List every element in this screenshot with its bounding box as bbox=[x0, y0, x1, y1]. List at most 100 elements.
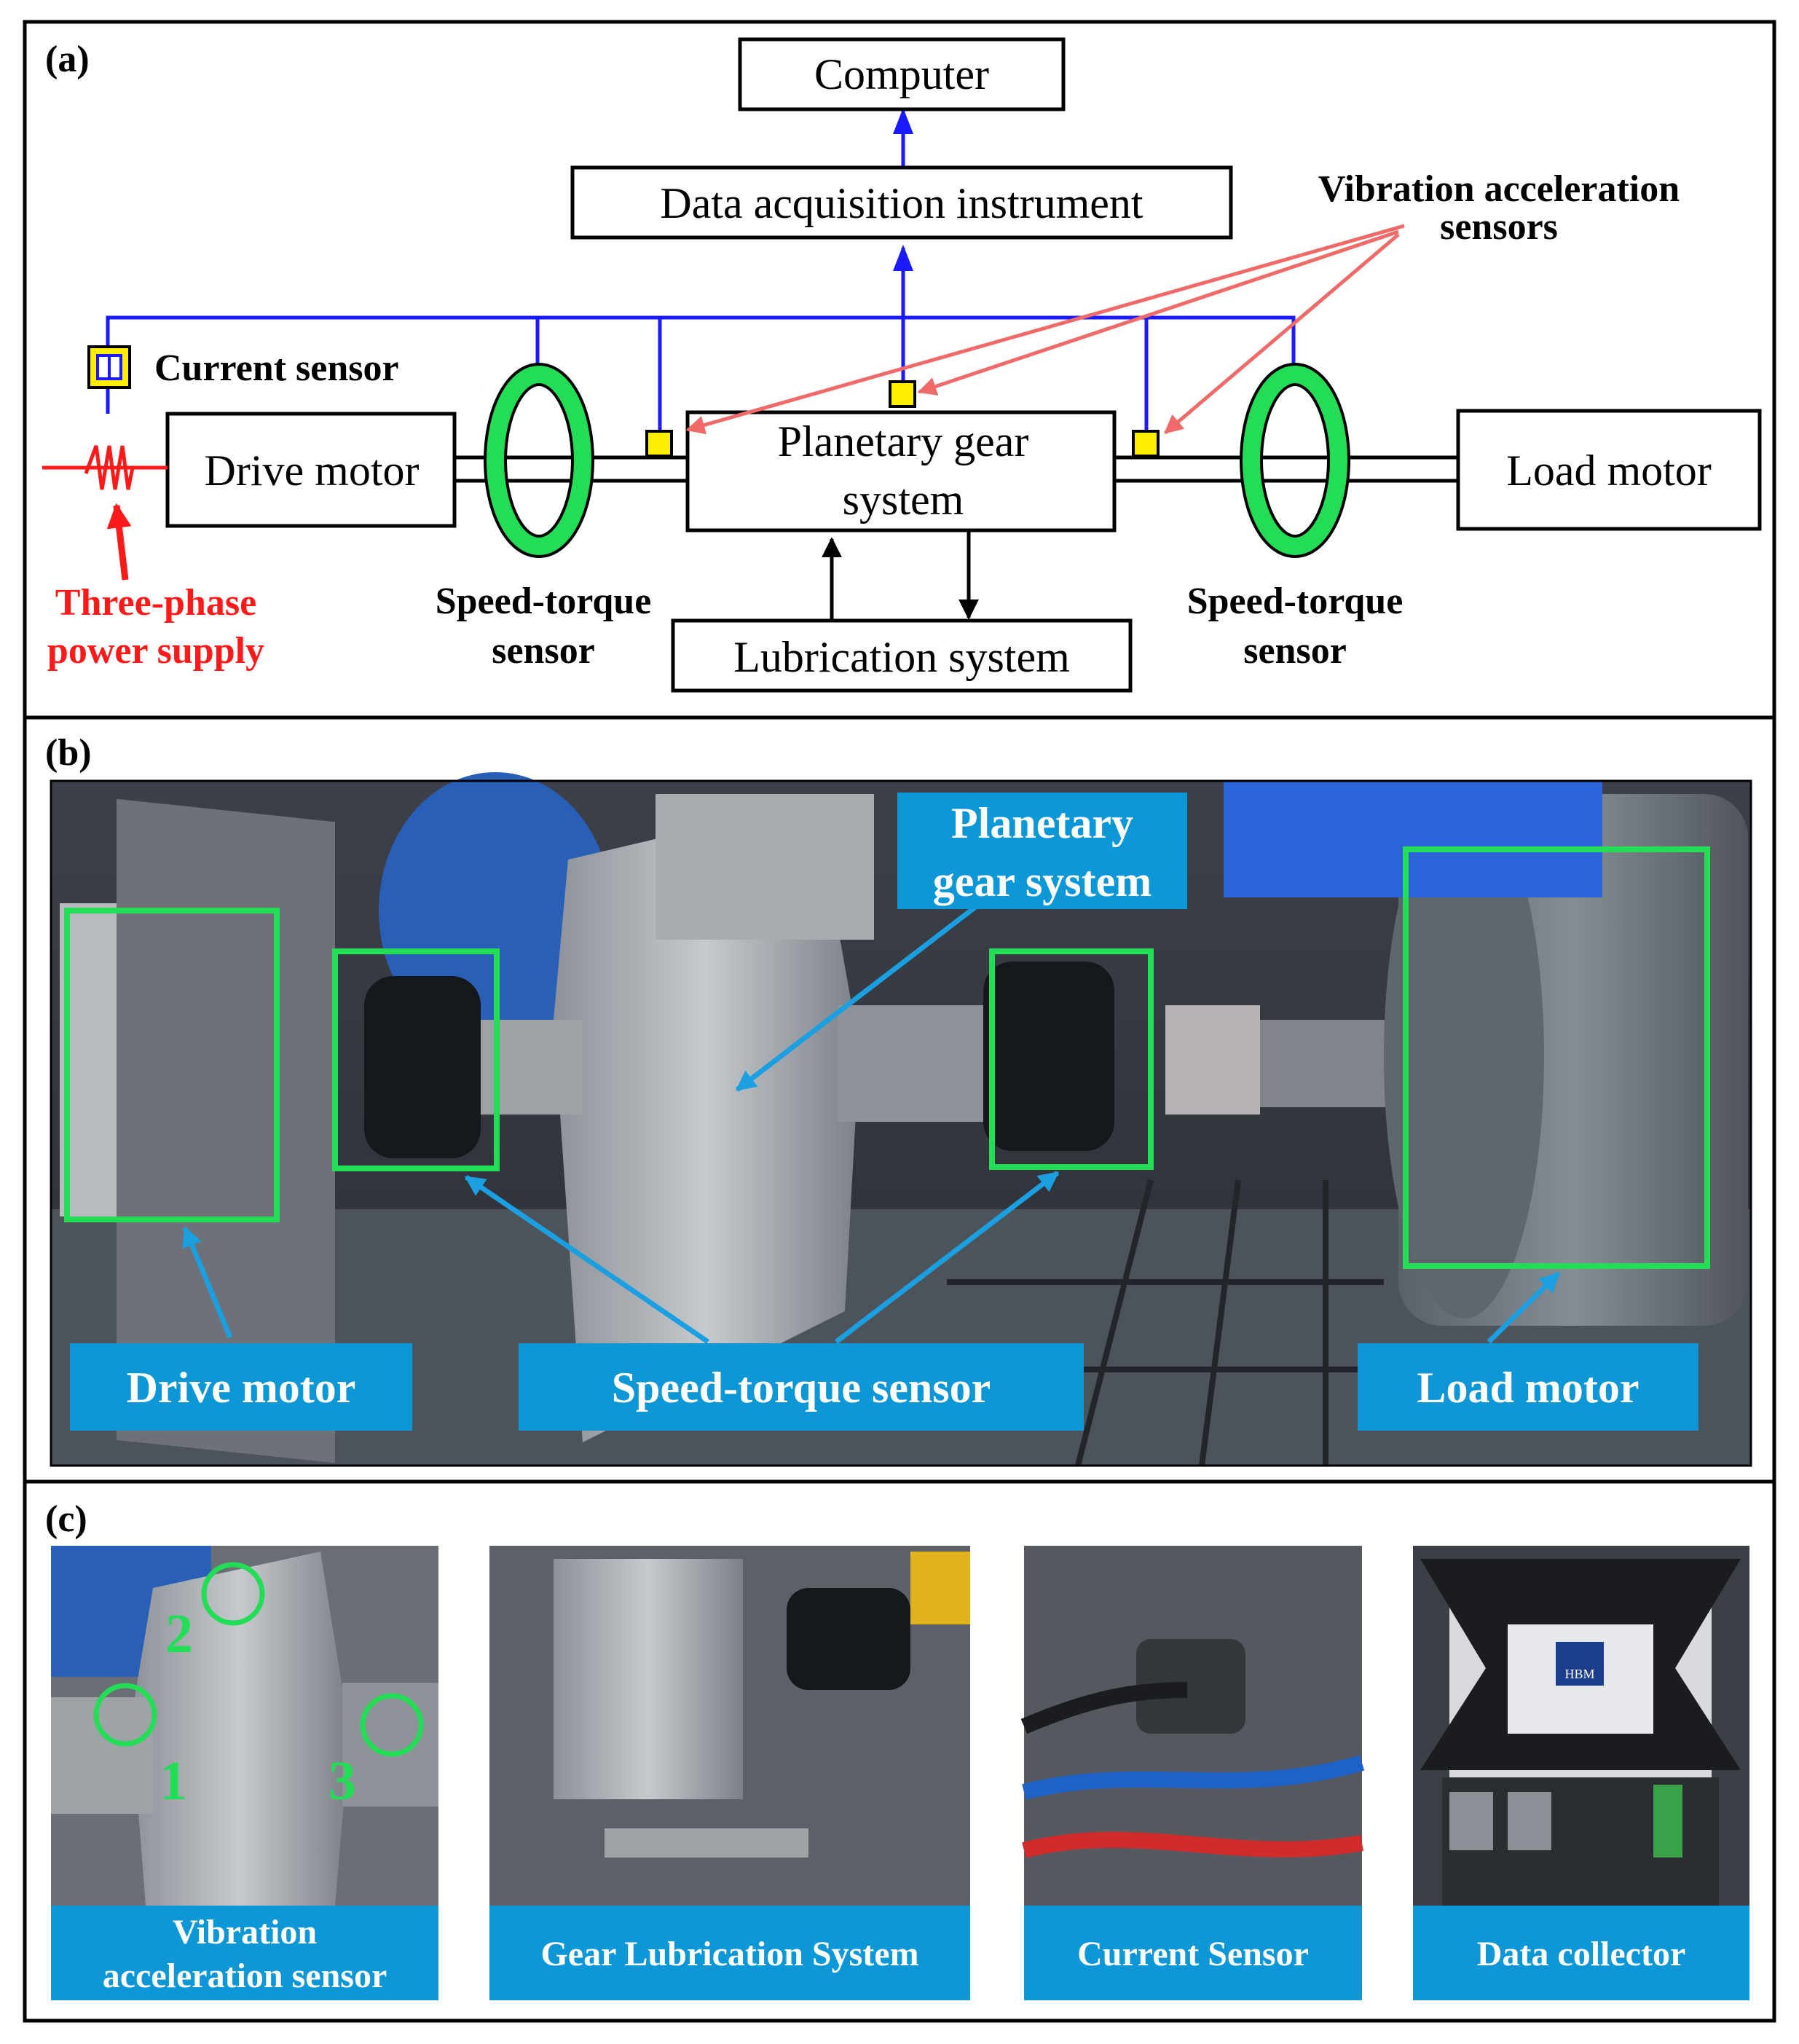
photo-c4-connector-1 bbox=[1449, 1792, 1493, 1850]
load-motor-label: Load motor bbox=[1506, 447, 1712, 495]
computer-arrowhead bbox=[893, 108, 913, 134]
photo-c1-shaft-right bbox=[342, 1683, 438, 1807]
label-vibration-1: Vibration bbox=[173, 1913, 317, 1951]
label-box-collector bbox=[1413, 1906, 1749, 2000]
photo-left-coupling bbox=[364, 976, 481, 1158]
test-rig-photo: Planetary gear system Drive motor Speed-… bbox=[50, 772, 1752, 1467]
highlight-load-motor bbox=[1403, 846, 1710, 1269]
lubrication-box bbox=[671, 618, 1133, 693]
speed-torque-left-label-2: sensor bbox=[492, 630, 595, 672]
planetary-label-1: Planetary gear bbox=[778, 417, 1029, 465]
pointer-arrow-left bbox=[685, 224, 1405, 435]
label-collector: Data collector bbox=[1477, 1935, 1686, 1973]
photo-drive-plate bbox=[117, 798, 335, 1463]
current-sensor-label: Current sensor bbox=[154, 347, 399, 389]
pointer-arrow-top bbox=[917, 229, 1399, 396]
hbm-logo-text: HBM bbox=[1564, 1667, 1594, 1681]
panel-label-b: (b) bbox=[45, 732, 92, 774]
computer-box bbox=[738, 37, 1066, 111]
label-load-motor: Load motor bbox=[1417, 1364, 1639, 1412]
photo-load-motor-face bbox=[1384, 794, 1544, 1318]
callout-arrow-st-right bbox=[834, 1171, 1060, 1344]
photo-data-collector: HBM Data collector bbox=[1413, 1546, 1749, 2000]
label-box-planetary bbox=[897, 793, 1187, 909]
photo-lubrication-system: Gear Lubrication System bbox=[489, 1546, 970, 2000]
hbm-logo bbox=[1556, 1642, 1604, 1686]
drive-motor-box bbox=[165, 412, 457, 528]
callout-arrow-st-left bbox=[464, 1175, 709, 1344]
photo-b-frame bbox=[50, 779, 1752, 1467]
label-box-current bbox=[1024, 1906, 1362, 2000]
label-vibration-2: acceleration sensor bbox=[103, 1957, 387, 1995]
sensor-marker-3: 3 bbox=[328, 1750, 356, 1812]
label-planetary-2: gear system bbox=[933, 857, 1152, 905]
sensor-marker-1: 1 bbox=[160, 1750, 187, 1812]
photo-c3-clamp bbox=[1136, 1639, 1245, 1734]
daq-label: Data acquisition instrument bbox=[660, 179, 1143, 227]
drive-motor-label: Drive motor bbox=[205, 447, 420, 495]
vibration-sensors-label-1: Vibration acceleration bbox=[1318, 168, 1680, 210]
photo-c4-connector-2 bbox=[1508, 1792, 1551, 1850]
planetary-label-2: system bbox=[843, 476, 964, 524]
speed-torque-ring-left-fill bbox=[487, 366, 591, 555]
highlight-speed-torque-right bbox=[989, 948, 1154, 1170]
lubrication-label: Lubrication system bbox=[733, 633, 1070, 681]
photo-c2-gearbox bbox=[554, 1559, 743, 1799]
sensor-marker-circle-2 bbox=[201, 1562, 265, 1626]
speed-torque-left-label-1: Speed-torque bbox=[436, 581, 652, 622]
photo-c3-cable-red bbox=[1022, 1831, 1363, 1858]
label-lubrication: Gear Lubrication System bbox=[540, 1935, 918, 1973]
power-coil-icon bbox=[84, 445, 135, 490]
photo-current-sensor: Current Sensor bbox=[1020, 1546, 1365, 2000]
panel-label-c: (c) bbox=[45, 1498, 87, 1540]
speed-torque-ring-right-fill bbox=[1243, 366, 1347, 555]
planetary-box bbox=[685, 410, 1117, 532]
photo-c2-machine bbox=[910, 1552, 970, 1624]
photo-c1-gearbox bbox=[131, 1552, 350, 1906]
label-box-drive-motor bbox=[70, 1343, 412, 1431]
photo-c2-manifold bbox=[605, 1828, 808, 1858]
panel-label-a: (a) bbox=[45, 39, 90, 80]
power-supply-label-2: power supply bbox=[47, 630, 264, 672]
load-motor-box bbox=[1456, 409, 1762, 531]
photo-vibration-sensor: 1 2 3 Vibration acceleration sensor bbox=[51, 1546, 438, 2000]
power-supply-label-1: Three-phase bbox=[55, 582, 256, 624]
photo-c3-cable-blue bbox=[1022, 1755, 1365, 1800]
label-current: Current Sensor bbox=[1077, 1935, 1309, 1973]
power-arrow bbox=[106, 503, 132, 581]
figure-border bbox=[23, 20, 1776, 2023]
label-box-load-motor bbox=[1358, 1343, 1698, 1431]
speed-torque-right-label-2: sensor bbox=[1243, 630, 1347, 672]
photo-c4-connector-3 bbox=[1653, 1785, 1682, 1858]
component-photos: 1 2 3 Vibration acceleration sensor Gear… bbox=[51, 1546, 1749, 2000]
daq-box bbox=[570, 165, 1233, 240]
callout-arrow-load bbox=[1487, 1271, 1561, 1344]
vibration-sensors-label-2: sensors bbox=[1440, 206, 1558, 248]
block-diagram: Computer Data acquisition instrument Dri… bbox=[42, 37, 1762, 693]
photo-gearbox-top bbox=[656, 794, 874, 940]
pointer-arrow-right bbox=[1164, 233, 1400, 434]
photo-gearbox bbox=[554, 801, 859, 1442]
label-planetary-1: Planetary bbox=[951, 799, 1133, 847]
sensor-marker-2: 2 bbox=[165, 1603, 193, 1664]
photo-jaw-coupling bbox=[1165, 1005, 1260, 1115]
callout-arrow-drive bbox=[182, 1226, 233, 1339]
photo-b-grid bbox=[947, 1179, 1384, 1466]
computer-label: Computer bbox=[814, 50, 989, 98]
label-box-vibration bbox=[51, 1906, 438, 2000]
photo-load-shaft bbox=[1260, 1020, 1406, 1107]
photo-blue-crate bbox=[1224, 781, 1602, 897]
label-box-lubrication bbox=[489, 1906, 970, 2000]
label-box-speed-torque bbox=[519, 1343, 1084, 1431]
callout-arrow-planetary bbox=[735, 901, 983, 1092]
label-speed-torque: Speed-torque sensor bbox=[612, 1364, 991, 1412]
photo-c3-cable-black bbox=[1020, 1682, 1188, 1734]
sensor-marker-circle-1 bbox=[93, 1683, 157, 1747]
speed-torque-right-label-1: Speed-torque bbox=[1187, 581, 1404, 622]
photo-c1-shaft-left bbox=[51, 1697, 153, 1814]
vibration-sensor-right bbox=[1132, 430, 1160, 457]
photo-shaft-right bbox=[838, 1005, 983, 1122]
daq-arrowhead bbox=[893, 245, 913, 271]
highlight-speed-torque-left bbox=[332, 948, 500, 1171]
